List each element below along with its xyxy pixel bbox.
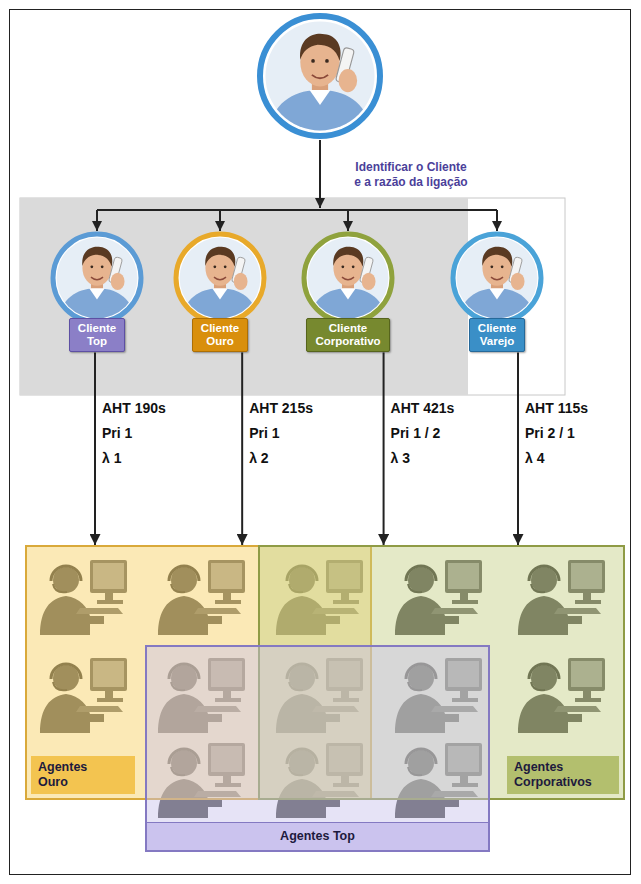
queue-metric: Pri 2 / 1 [525, 425, 575, 442]
branch-arrow [219, 210, 221, 231]
group-label: Agentes Corporativos [514, 760, 592, 790]
client-ring [304, 234, 392, 322]
queue-metric: AHT 190s [102, 400, 166, 417]
client-ring [53, 234, 141, 322]
client-label: Cliente Varejo [478, 322, 516, 348]
queue-metric: Pri 1 [249, 425, 279, 442]
connector-arrow [94, 352, 96, 545]
queue-metric: λ 1 [102, 450, 121, 467]
queue-metric: AHT 115s [525, 400, 588, 417]
client-label: Cliente Top [78, 322, 116, 348]
client-ring [176, 234, 264, 322]
connector-arrow [517, 352, 519, 545]
queue-metric: λ 2 [249, 450, 268, 467]
client-label: Cliente Ouro [201, 322, 239, 348]
client-label: Cliente Corporativo [315, 322, 380, 348]
queue-metric: AHT 421s [391, 400, 455, 417]
caller-ring [260, 16, 380, 136]
flow-arrow [319, 140, 321, 208]
agent-group: Agentes Top [145, 645, 490, 852]
flow-note: Identificar o Cliente e a razão da ligaç… [352, 160, 470, 190]
group-label: Agentes Ouro [38, 760, 87, 790]
client-portrait [454, 235, 540, 321]
connector-arrow [383, 352, 385, 545]
client-box: Cliente Ouro [192, 318, 248, 352]
client-portrait [54, 235, 140, 321]
group-label-box: Agentes Corporativos [507, 756, 619, 794]
client-box: Cliente Corporativo [306, 318, 389, 352]
client-box: Cliente Top [69, 318, 125, 352]
grey-band [20, 198, 468, 395]
client-box: Cliente Varejo [469, 318, 525, 352]
queue-metric: Pri 1 / 2 [391, 425, 441, 442]
connector-arrow [241, 352, 243, 545]
queue-metric: Pri 1 [102, 425, 132, 442]
branch-line [97, 209, 497, 211]
client-portrait [177, 235, 263, 321]
queue-metric: λ 3 [391, 450, 410, 467]
branch-arrow [496, 210, 498, 231]
frame [10, 10, 631, 875]
group-label-box: Agentes Top [147, 822, 488, 850]
branch-arrow [347, 210, 349, 231]
client-ring [453, 234, 541, 322]
group-label-box: Agentes Ouro [31, 756, 135, 794]
group-label: Agentes Top [153, 829, 482, 844]
branch-arrow [96, 210, 98, 231]
client-panel [20, 198, 565, 395]
queue-metric: AHT 215s [249, 400, 313, 417]
queue-metric: λ 4 [525, 450, 544, 467]
caller-portrait [262, 18, 378, 134]
client-portrait [305, 235, 391, 321]
